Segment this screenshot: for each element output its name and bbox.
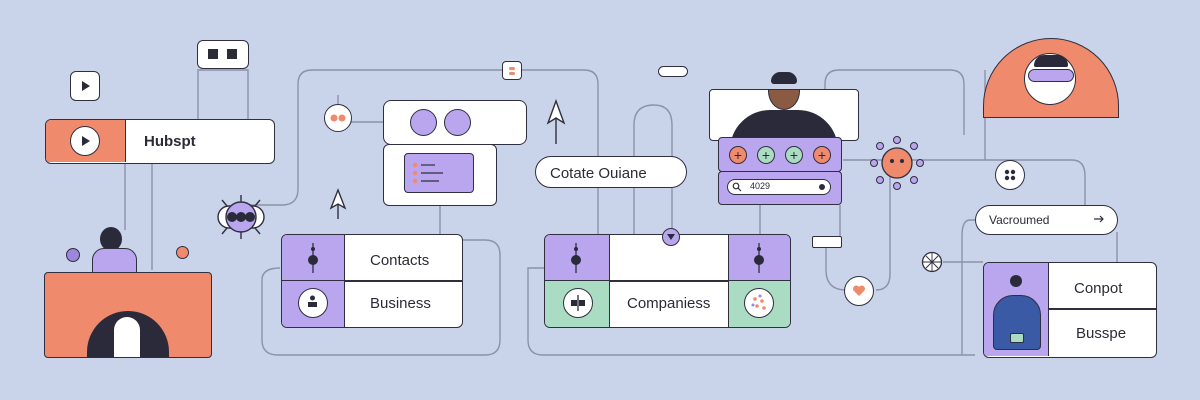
- brand-name: Hubspt: [144, 133, 196, 150]
- bubble-coral: [176, 246, 189, 259]
- person-icon: [308, 243, 318, 273]
- right-group[interactable]: Conpot Busspe: [983, 262, 1157, 358]
- companies-cell-br: [728, 281, 790, 327]
- brand-header[interactable]: Hubspt: [45, 119, 275, 164]
- bubble-purple: [66, 248, 80, 262]
- plus-icon[interactable]: +: [813, 146, 831, 164]
- link-node: [324, 104, 352, 132]
- business-label: Business: [370, 295, 431, 312]
- action-bar: + + + +: [718, 137, 842, 172]
- search-field[interactable]: 4029: [727, 179, 831, 195]
- right-row1-label: Conpot: [1074, 280, 1123, 297]
- profile-hair: [771, 72, 797, 84]
- dot-right: [444, 109, 471, 136]
- companies-top-divider: [609, 280, 729, 282]
- list-card-panel: [404, 153, 474, 193]
- dot-left: [410, 109, 437, 136]
- cursor-icon: [328, 188, 348, 220]
- right-avatar-badge: [1010, 333, 1024, 343]
- search-icon: [731, 181, 743, 193]
- toggle-card[interactable]: [383, 100, 527, 145]
- grid-icon[interactable]: [995, 160, 1025, 190]
- cursor-icon: [545, 99, 567, 145]
- arrow-right-icon: [1092, 212, 1106, 226]
- companies-cell-tr: [728, 235, 790, 281]
- vacroumed-label: Vacroumed: [989, 213, 1050, 227]
- profile-head: [768, 90, 800, 110]
- grid-icon: [563, 288, 593, 318]
- folder-card[interactable]: [197, 40, 249, 69]
- plus-icon[interactable]: +: [729, 146, 747, 164]
- companies-cell-tl: [545, 235, 610, 281]
- down-arrow-marker: [662, 228, 680, 246]
- play-small-card[interactable]: [70, 71, 100, 101]
- companies-group[interactable]: Companiess: [544, 234, 791, 328]
- right-row2-label: Busspe: [1076, 325, 1127, 342]
- companies-label: Companiess: [627, 295, 711, 312]
- name-pill-label: Cotate Ouiane: [550, 165, 647, 182]
- cloud-shape: [658, 66, 688, 77]
- sun-node: [870, 136, 924, 190]
- plug-connector: [812, 236, 842, 248]
- plus-icon[interactable]: +: [757, 146, 775, 164]
- list-card[interactable]: [383, 144, 497, 206]
- plus-icon[interactable]: +: [785, 146, 803, 164]
- heart-icon[interactable]: [844, 276, 874, 306]
- right-group-avatar-cell: [984, 263, 1049, 356]
- avatar-glasses: [1028, 69, 1074, 82]
- desk-panel: [44, 272, 212, 358]
- business-icon-cell: [282, 281, 345, 327]
- contacts-group[interactable]: Contacts Business: [281, 234, 463, 328]
- search-field-wrap: 4029: [718, 171, 842, 205]
- name-pill[interactable]: Cotate Ouiane: [535, 156, 687, 188]
- play-icon: [71, 72, 98, 99]
- contacts-divider: [344, 280, 462, 282]
- person-icon: [298, 288, 328, 318]
- play-icon: [70, 126, 100, 156]
- contacts-icon-cell: [282, 235, 345, 281]
- right-avatar-head: [1010, 275, 1022, 287]
- search-end-dot: [819, 184, 825, 190]
- tag-marker: [502, 61, 522, 80]
- sparkle-icon: [744, 288, 774, 318]
- person-head: [100, 227, 122, 251]
- search-value: 4029: [750, 181, 771, 191]
- eye-node: [212, 195, 270, 239]
- profile-card[interactable]: [709, 89, 859, 141]
- globe-icon: [921, 251, 943, 273]
- contacts-label: Contacts: [370, 252, 430, 269]
- avatar-hair: [1034, 55, 1068, 67]
- vacroumed-input[interactable]: Vacroumed: [975, 205, 1118, 235]
- desk-arch: [87, 311, 169, 357]
- right-group-divider: [1048, 308, 1156, 310]
- companies-cell-bl: [545, 281, 610, 327]
- folder-icon: [198, 41, 247, 67]
